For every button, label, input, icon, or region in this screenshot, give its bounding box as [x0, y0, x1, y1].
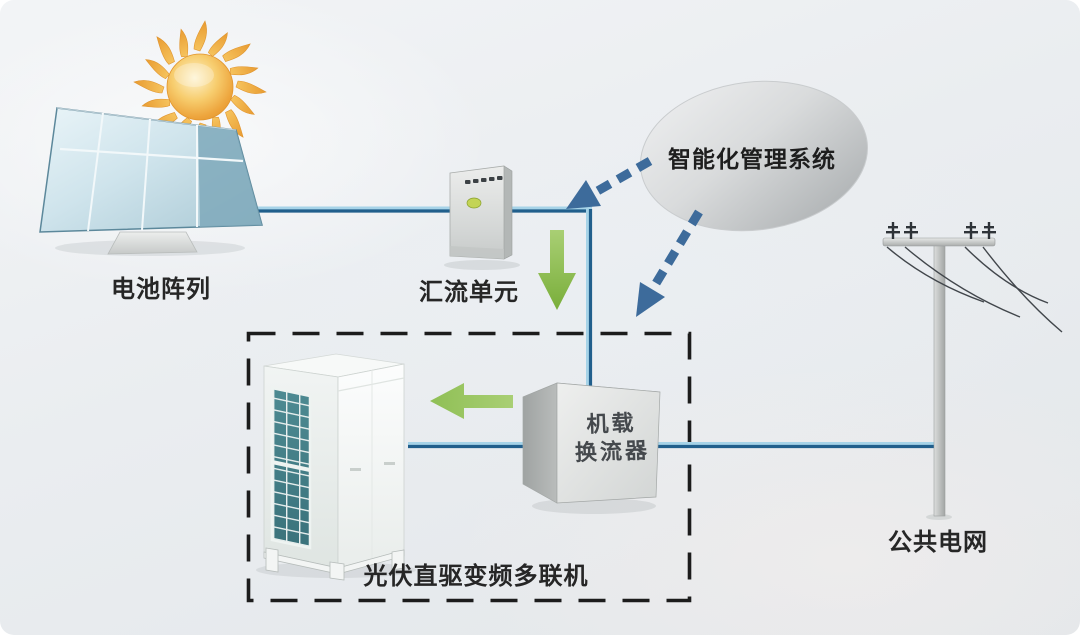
- onboard-converter-label-line1: 机载: [586, 410, 637, 437]
- public-grid-label: 公共电网: [888, 529, 988, 556]
- power-wires: [886, 246, 1063, 333]
- management-system-label: 智能化管理系统: [668, 146, 836, 172]
- power-line-panel-to-junction: [246, 206, 592, 213]
- onboard-converter-label-line2: 换流器: [574, 437, 651, 465]
- hvac-grille: [270, 386, 312, 550]
- blue-dashed-arrow-to-converter-icon: [636, 209, 703, 317]
- power-line-junction-to-converter: [586, 207, 593, 390]
- pv-multi-unit-label: 光伏直驱变频多联机: [363, 563, 589, 590]
- converter-box-icon: [522, 382, 661, 514]
- power-line-converter-to-grid: [408, 442, 938, 449]
- solar-panel-icon: [39, 107, 263, 256]
- hvac-outdoor-unit-icon: [256, 353, 416, 581]
- insulators: [886, 222, 996, 239]
- green-down-arrow-icon: [538, 230, 576, 310]
- green-left-arrow-icon: [430, 383, 513, 419]
- sun-icon: [133, 20, 267, 154]
- utility-pole-icon: [882, 222, 1063, 520]
- dashed-boundary-box: [246, 331, 692, 603]
- combiner-cabinet-icon: [444, 165, 520, 270]
- combiner-unit-label: 汇流单元: [419, 279, 519, 306]
- onboard-converter-label: 机载 换流器: [574, 409, 651, 467]
- battery-array-label: 电池阵列: [111, 276, 211, 303]
- blue-dashed-arrow-to-combiner-icon: [566, 157, 653, 209]
